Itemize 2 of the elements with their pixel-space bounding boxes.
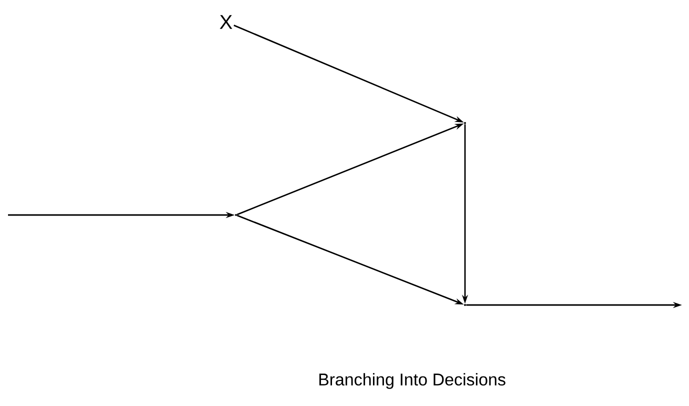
caption: Branching Into Decisions — [319, 373, 506, 389]
node-label: X — [220, 15, 232, 29]
